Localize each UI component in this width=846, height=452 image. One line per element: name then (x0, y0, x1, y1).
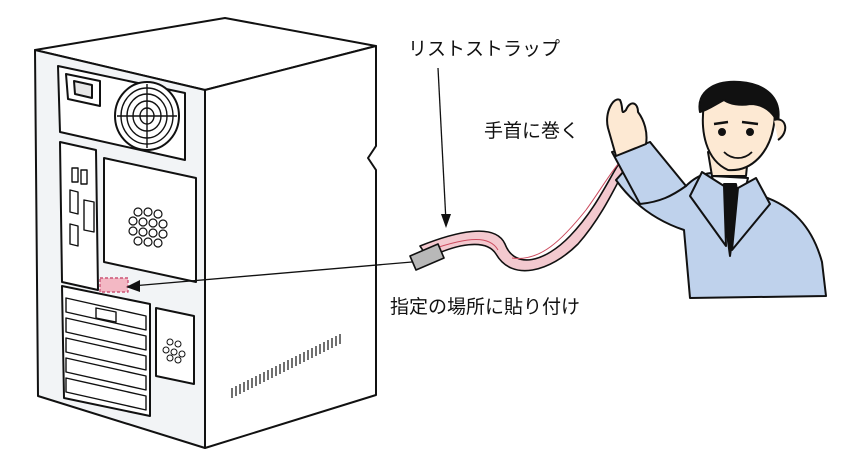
person-illustration (606, 80, 827, 299)
wrap-wrist-label: 手首に巻く (484, 120, 580, 142)
case-fan-icon (128, 207, 168, 248)
attach-point-mark (99, 277, 129, 293)
computer-tower-illustration (34, 17, 377, 449)
wrist-strap-label: リストストラップ (408, 38, 561, 60)
wrist-strap-illustration (409, 145, 639, 272)
attach-location-label: 指定の場所に貼り付け (390, 296, 581, 318)
pointer-lines (126, 67, 451, 292)
psu-fan-icon (114, 81, 180, 151)
